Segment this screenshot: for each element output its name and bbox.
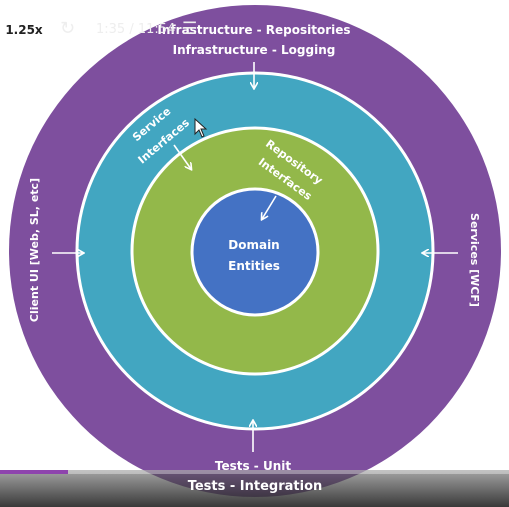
label-entities: Entities — [228, 259, 280, 273]
progress-bar-fill — [0, 470, 68, 474]
playback-speed-button[interactable]: 1.25x — [3, 23, 45, 38]
progress-bar[interactable] — [0, 470, 509, 474]
mouse-cursor-icon — [194, 117, 208, 138]
arrow-service-interfaces-icon — [173, 144, 191, 169]
label-infrastructure-repositories: Infrastructure - Repositories — [157, 23, 350, 37]
total-time: 11:54 — [137, 22, 176, 37]
label-tests-integration: Tests - Integration — [187, 479, 323, 494]
time-readout: 1:35 / 11:54 — [96, 22, 175, 37]
label-domain: Domain — [228, 238, 279, 252]
time-separator: / — [129, 22, 134, 37]
label-tests-unit: Tests - Unit — [215, 459, 291, 473]
replay-icon[interactable]: ↻ — [60, 18, 76, 39]
arrow-repository-interfaces-icon — [262, 195, 277, 219]
label-client-ui: Client UI [Web, SL, etc] — [28, 178, 41, 322]
menu-icon[interactable]: ☰ — [182, 19, 198, 39]
label-services-wcf: Services [WCF] — [468, 213, 481, 307]
domain-entities-core — [190, 187, 320, 317]
label-infrastructure-logging: Infrastructure - Logging — [173, 43, 336, 57]
video-player-controls — [0, 470, 509, 507]
current-time: 1:35 — [96, 22, 126, 37]
